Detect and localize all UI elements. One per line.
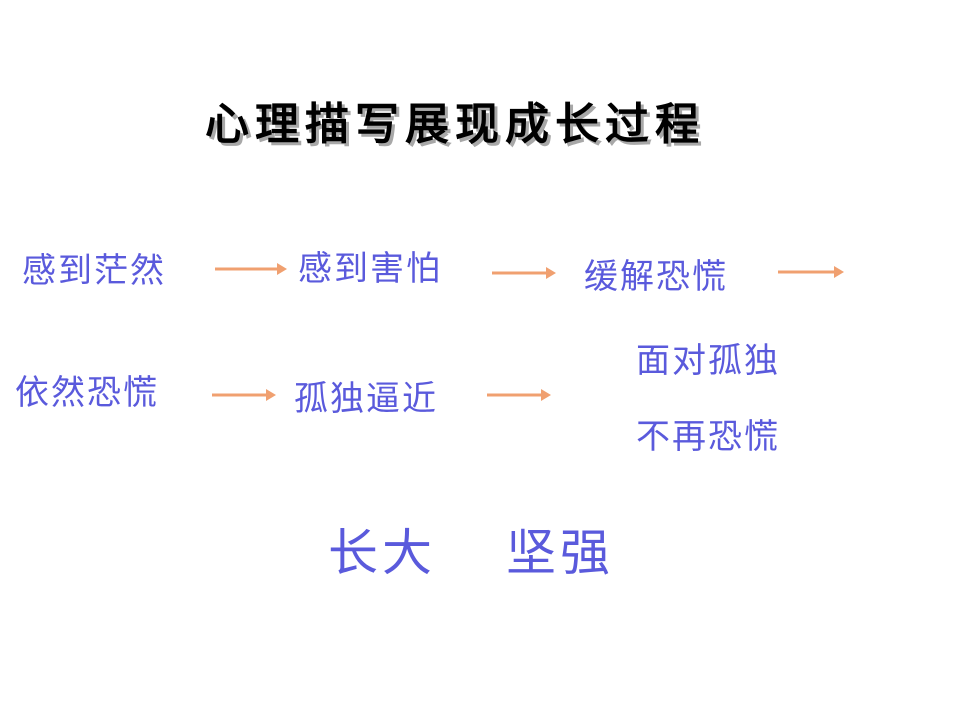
- step-still-panic: 依然恐慌: [15, 373, 159, 413]
- step-feel-afraid: 感到害怕: [298, 249, 442, 289]
- conclusion-strong: 坚强: [506, 524, 614, 582]
- step-ease-panic: 缓解恐慌: [584, 257, 728, 297]
- step-loneliness-approaches: 孤独逼近: [294, 379, 438, 419]
- arrow-right-icon: [492, 266, 556, 280]
- conclusion-grow-up: 长大: [328, 524, 436, 582]
- arrow-right-icon: [487, 388, 551, 402]
- step-face-loneliness: 面对孤独: [636, 341, 780, 381]
- arrow-right-icon: [215, 262, 287, 276]
- arrow-right-icon: [778, 265, 844, 279]
- step-no-more-panic: 不再恐慌: [636, 417, 780, 457]
- step-feel-lost: 感到茫然: [22, 251, 166, 291]
- arrow-right-icon: [212, 388, 276, 402]
- slide-title: 心理描写展现成长过程: [205, 99, 705, 150]
